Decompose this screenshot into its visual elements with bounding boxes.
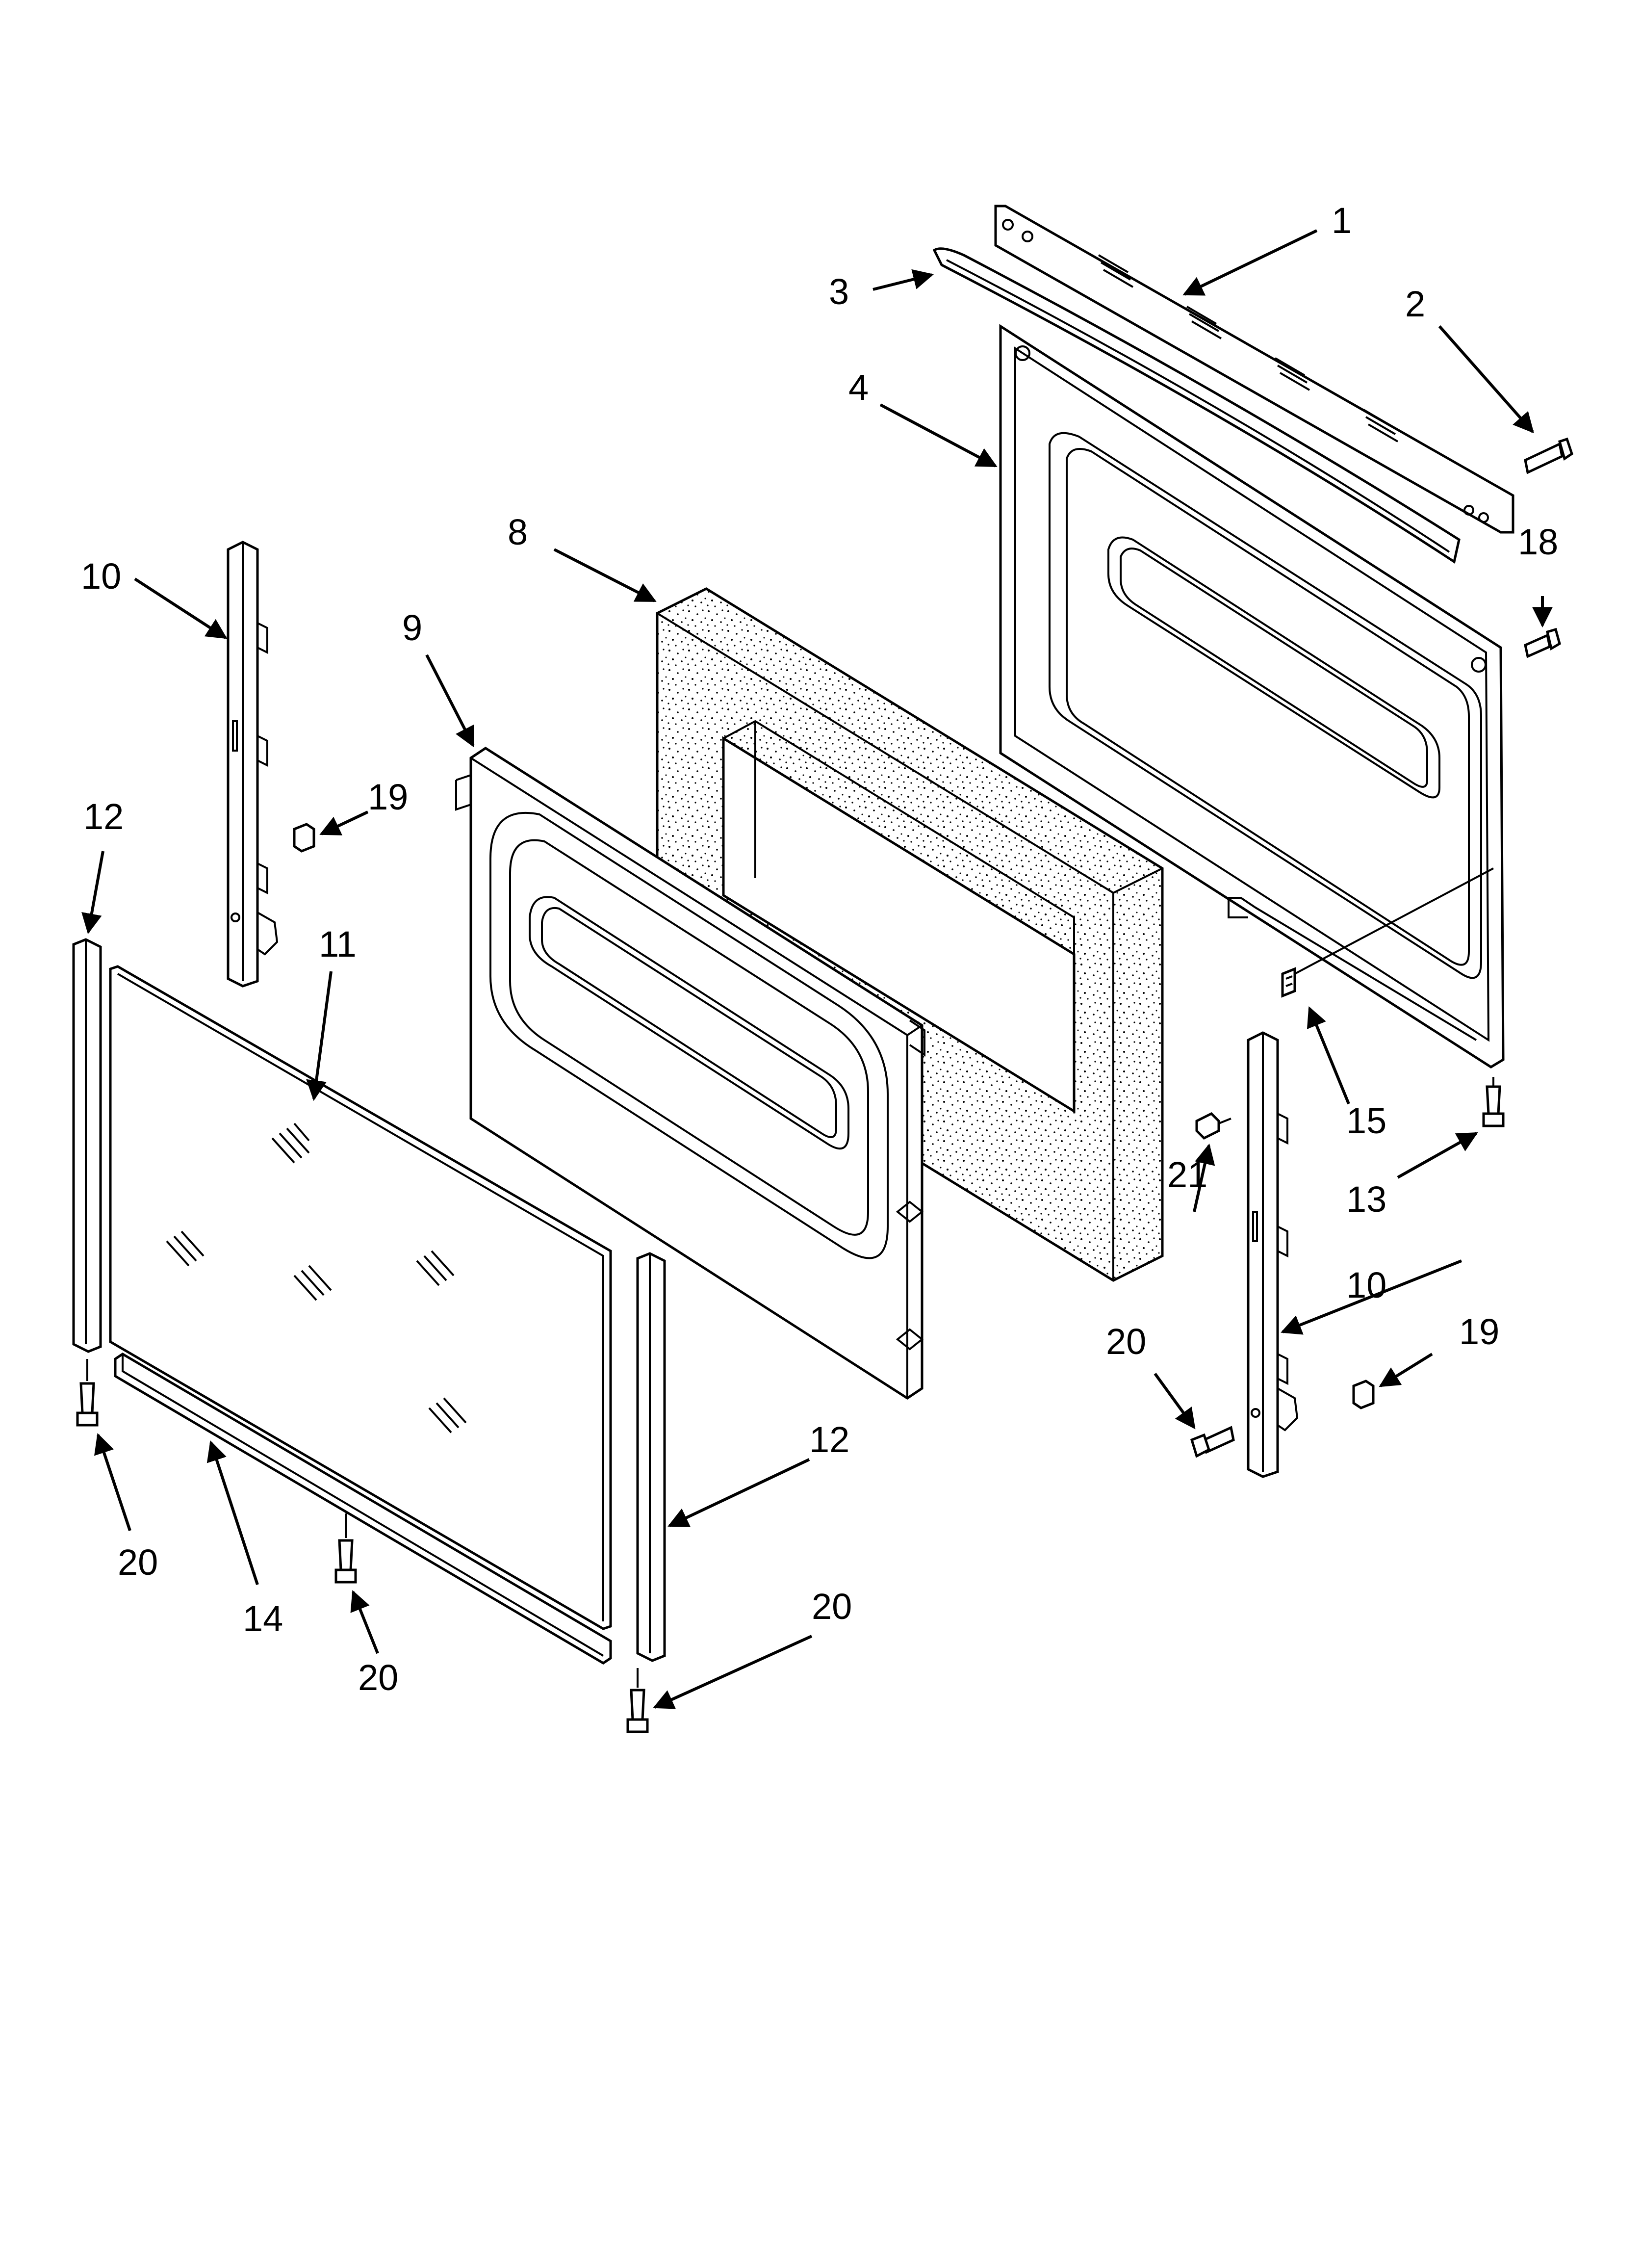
screw-20-hinge xyxy=(1190,1426,1235,1458)
callout-labels: 1 2 3 4 8 9 10 10 11 12 12 13 14 15 18 1… xyxy=(81,200,1558,1698)
door-handle xyxy=(932,247,1461,564)
side-trim-left xyxy=(72,938,102,1353)
bottom-trim xyxy=(114,1353,612,1665)
callout-13: 13 xyxy=(1346,1179,1386,1220)
outer-door-panel xyxy=(999,324,1505,1069)
callout-8: 8 xyxy=(508,512,528,552)
callout-20-right: 20 xyxy=(812,1586,852,1627)
screw-2 xyxy=(1524,437,1573,474)
callout-12-left: 12 xyxy=(83,796,124,837)
callout-12-right: 12 xyxy=(809,1419,849,1460)
callout-9: 9 xyxy=(402,607,422,648)
screw-18 xyxy=(1524,627,1561,658)
screw-20-left xyxy=(76,1359,99,1427)
screw-13 xyxy=(1482,1077,1505,1127)
door-glass xyxy=(109,965,612,1630)
callout-10-right: 10 xyxy=(1346,1265,1386,1305)
side-trim-right xyxy=(636,1252,666,1662)
callout-4: 4 xyxy=(848,367,869,408)
leader-lines xyxy=(81,229,1553,1709)
door-insulation xyxy=(656,587,1164,1282)
hinge-left xyxy=(227,541,279,988)
callout-10-left: 10 xyxy=(81,556,121,597)
screw-21 xyxy=(1195,1112,1232,1140)
clip-19-right xyxy=(1352,1380,1375,1409)
callout-2: 2 xyxy=(1405,284,1425,324)
door-clip xyxy=(1281,867,1494,998)
callout-11: 11 xyxy=(319,924,357,965)
clip-19-left xyxy=(293,823,315,853)
screw-20-bottom xyxy=(334,1513,357,1584)
callout-18: 18 xyxy=(1518,521,1558,562)
callout-20-hinge: 20 xyxy=(1106,1321,1146,1362)
callout-15: 15 xyxy=(1346,1100,1386,1141)
callout-14: 14 xyxy=(243,1598,283,1639)
callout-19-left: 19 xyxy=(368,777,408,817)
inner-door-panel xyxy=(455,747,925,1400)
callout-3: 3 xyxy=(829,271,849,312)
screw-20-right-bottom xyxy=(626,1668,649,1733)
callout-20-bottom: 20 xyxy=(358,1657,398,1698)
callout-1: 1 xyxy=(1332,200,1352,241)
callout-19-right: 19 xyxy=(1459,1311,1499,1352)
callout-21: 21 xyxy=(1167,1154,1207,1195)
control-panel-trim xyxy=(994,205,1514,534)
callout-20-left: 20 xyxy=(118,1542,158,1583)
hinge-right xyxy=(1247,1031,1299,1478)
